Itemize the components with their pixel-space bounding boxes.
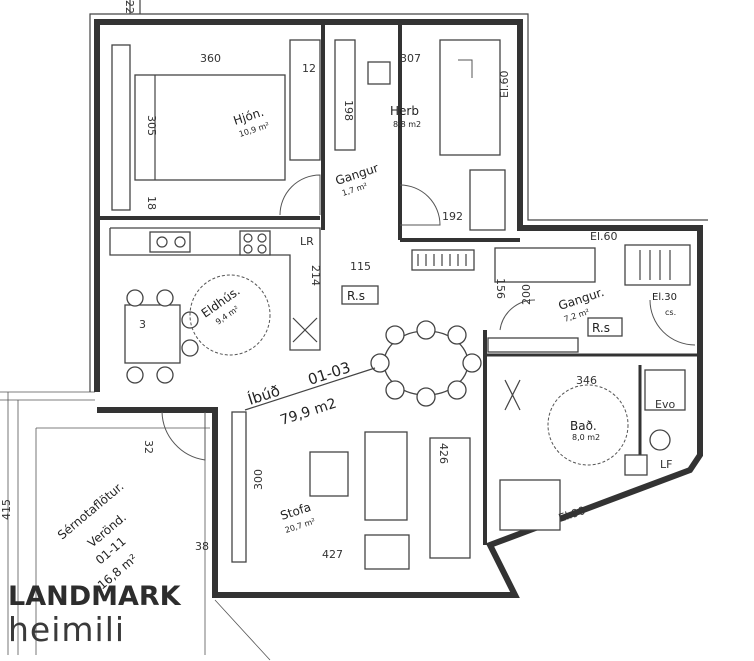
room-herb-name: Herb bbox=[390, 104, 419, 118]
dim-300: 300 bbox=[252, 469, 265, 490]
tag-eva: Evo bbox=[655, 398, 675, 411]
dim-156: 156 bbox=[494, 278, 507, 299]
room-herb-area: 8,8 m2 bbox=[393, 120, 421, 129]
door-hall bbox=[499, 299, 536, 331]
dim-18: 18 bbox=[145, 196, 158, 210]
door-herb-2 bbox=[458, 59, 473, 78]
turning-circle-bath bbox=[547, 384, 629, 466]
tag-closet-sub: cs. bbox=[665, 308, 676, 317]
dim-360: 360 bbox=[200, 52, 221, 65]
sofa bbox=[429, 437, 471, 559]
closet-hall bbox=[624, 244, 691, 286]
shower bbox=[499, 479, 561, 531]
dim-200: 200 bbox=[520, 284, 533, 305]
armchair-1 bbox=[309, 451, 349, 497]
dim-60b: El.60 bbox=[590, 230, 618, 243]
dim-346: 346 bbox=[576, 374, 597, 387]
unit-name: Íbúð bbox=[245, 381, 282, 409]
unit-code: 01-03 bbox=[306, 358, 353, 389]
dim-38: 38 bbox=[195, 540, 209, 553]
tag-rs2: R.s bbox=[592, 321, 610, 335]
sink-bath bbox=[624, 454, 648, 476]
tag-rs1-box bbox=[341, 285, 379, 305]
room-bad-area: 8,0 m2 bbox=[572, 433, 600, 442]
dim-3: 3 bbox=[139, 318, 146, 331]
wardrobe-herb bbox=[469, 169, 506, 231]
turning-circle-kitchen bbox=[189, 274, 271, 356]
brand-line1: LANDMARK bbox=[8, 581, 181, 612]
shelf-hall bbox=[487, 337, 579, 353]
dim-426: 426 bbox=[437, 443, 450, 464]
dim-307: 307 bbox=[400, 52, 421, 65]
terrace-name-1: Sérnotaflötur. bbox=[55, 479, 127, 542]
oval-dining-table bbox=[370, 320, 482, 407]
chair-herb bbox=[367, 61, 391, 85]
dim-415: 415 bbox=[0, 499, 13, 520]
coffee-table bbox=[364, 431, 408, 521]
door-closet bbox=[649, 299, 696, 346]
tv-bench bbox=[231, 411, 247, 563]
radiator-fins bbox=[417, 254, 467, 266]
kitchen-counter bbox=[109, 227, 321, 351]
room-bad-name: Bað. bbox=[570, 419, 597, 433]
desk-herb bbox=[334, 39, 356, 151]
single-bed bbox=[439, 39, 501, 156]
dim-214: 214 bbox=[309, 265, 322, 286]
unit-label: Íbúð 01-03 79,9 m2 bbox=[244, 358, 376, 429]
wash-stand bbox=[504, 379, 521, 411]
door-hjon bbox=[279, 174, 321, 216]
radiator-hall bbox=[411, 249, 475, 271]
interior-walls bbox=[100, 25, 700, 545]
tag-lf: LF bbox=[660, 458, 672, 471]
dim-32: 32 bbox=[142, 440, 155, 454]
dim-190: El.90 bbox=[557, 504, 587, 525]
outer-walls bbox=[89, 0, 708, 598]
double-bed bbox=[134, 74, 286, 181]
tag-closet: El.30 bbox=[652, 292, 677, 303]
tag-rs1: R.s bbox=[347, 289, 365, 303]
door-terrace bbox=[161, 411, 206, 461]
washing-machine bbox=[644, 369, 686, 411]
dim-22: 22 bbox=[123, 0, 136, 14]
dim-198: 198 bbox=[342, 100, 355, 121]
wardrobe-top bbox=[289, 39, 321, 161]
unit-area: 79,9 m2 bbox=[278, 396, 338, 429]
armchair-2 bbox=[364, 534, 410, 570]
dim-427: 427 bbox=[322, 548, 343, 561]
brand-logo: LANDMARK heimili bbox=[8, 582, 181, 648]
toilet bbox=[649, 429, 671, 451]
dim-12: 12 bbox=[302, 62, 316, 75]
dining-table-kitchen bbox=[124, 289, 199, 384]
terrace-hatching bbox=[0, 391, 271, 661]
dim-305: 305 bbox=[145, 115, 158, 136]
wardrobe-hjon bbox=[111, 44, 131, 211]
dim-192: 192 bbox=[442, 210, 463, 223]
bench-hall bbox=[494, 247, 596, 283]
tag-lr: LR bbox=[300, 235, 314, 248]
door-herb bbox=[399, 184, 441, 226]
dim-115: 115 bbox=[350, 260, 371, 273]
tag-rs2-box bbox=[587, 317, 623, 337]
dim-160: El.60 bbox=[498, 70, 511, 98]
brand-line2: heimili bbox=[8, 610, 126, 649]
